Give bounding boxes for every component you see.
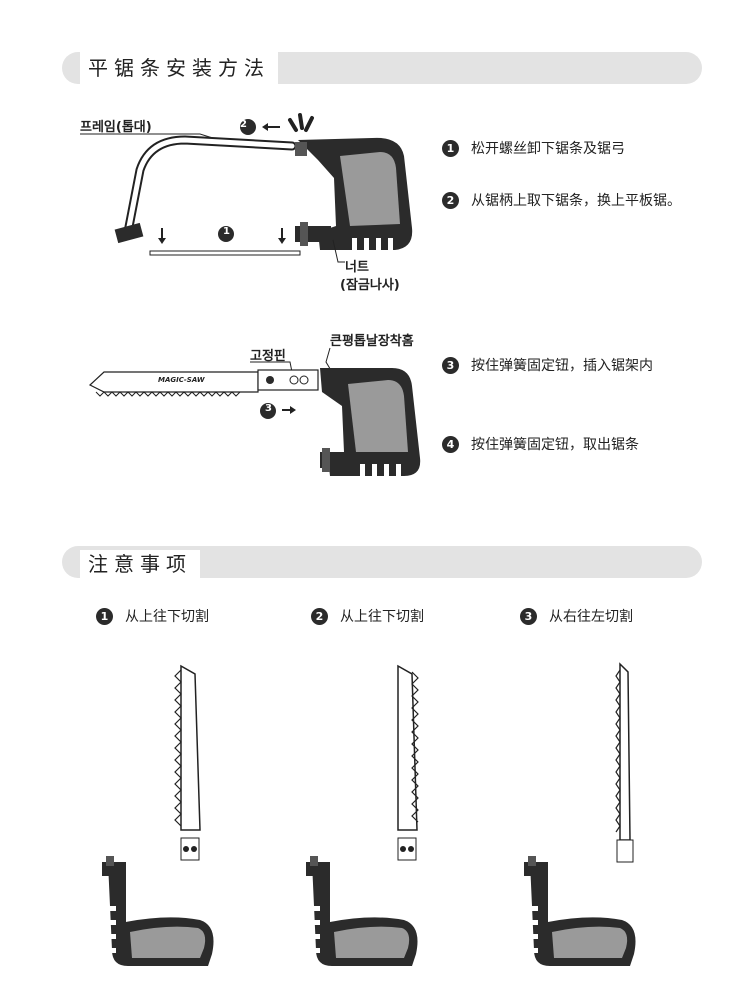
caution-number-badge: 1 (96, 607, 113, 625)
diagram-blade-insertion (88, 347, 421, 476)
step-number-badge: 1 (442, 139, 459, 157)
step-text: 按住弹簧固定钮，插入锯架内 (471, 358, 653, 374)
caution-number-badge: 2 (311, 607, 328, 625)
diagram-badge-2-text: 2 (240, 119, 247, 130)
step-1: 1 松开螺丝卸下锯条及锯弓 (442, 138, 625, 158)
step-2: 2 从锯柄上取下锯条，换上平板锯。 (442, 190, 681, 210)
caution-number-badge: 3 (520, 607, 537, 625)
label-frame: 프레임(톱대) (80, 120, 152, 135)
step-number-badge: 2 (442, 191, 459, 209)
section-title-install: 平锯条安装方法 (80, 52, 278, 84)
diagram-step-badge-2 (240, 119, 256, 135)
caution-item-1: 1 从上往下切割 (96, 606, 209, 626)
saw-illustration-1 (100, 664, 215, 968)
saw-illustration-3 (522, 662, 637, 968)
blade-brand-text: MAGIC-SAW (158, 376, 205, 384)
label-nut-line2: (잠금나사) (340, 278, 400, 293)
label-blade-slot: 큰평톱날장착홈 (330, 334, 414, 349)
step-text: 按住弹簧固定钮，取出锯条 (471, 437, 639, 453)
diagram-step-badge-3 (260, 403, 276, 419)
caution-text: 从上往下切割 (340, 609, 424, 625)
label-pin: 고정핀 (250, 349, 286, 364)
diagram-badge-3-text: 3 (265, 403, 272, 414)
caution-item-3: 3 从右往左切割 (520, 606, 633, 626)
step-number-badge: 4 (442, 435, 459, 453)
step-text: 松开螺丝卸下锯条及锯弓 (471, 141, 625, 157)
caution-text: 从右往左切割 (549, 609, 633, 625)
caution-text: 从上往下切割 (125, 609, 209, 625)
label-nut-line1: 너트 (345, 260, 369, 275)
step-4: 4 按住弹簧固定钮，取出锯条 (442, 434, 639, 454)
diagram-badge-1-text: 1 (223, 226, 230, 237)
caution-item-2: 2 从上往下切割 (311, 606, 424, 626)
section-title-cautions: 注意事项 (80, 550, 200, 578)
diagram-frame-removal (80, 113, 413, 263)
saw-illustration-2 (304, 664, 419, 968)
step-number-badge: 3 (442, 356, 459, 374)
diagram-step-badge-1 (218, 226, 234, 242)
step-text: 从锯柄上取下锯条，换上平板锯。 (471, 193, 681, 209)
step-3: 3 按住弹簧固定钮，插入锯架内 (442, 355, 653, 375)
